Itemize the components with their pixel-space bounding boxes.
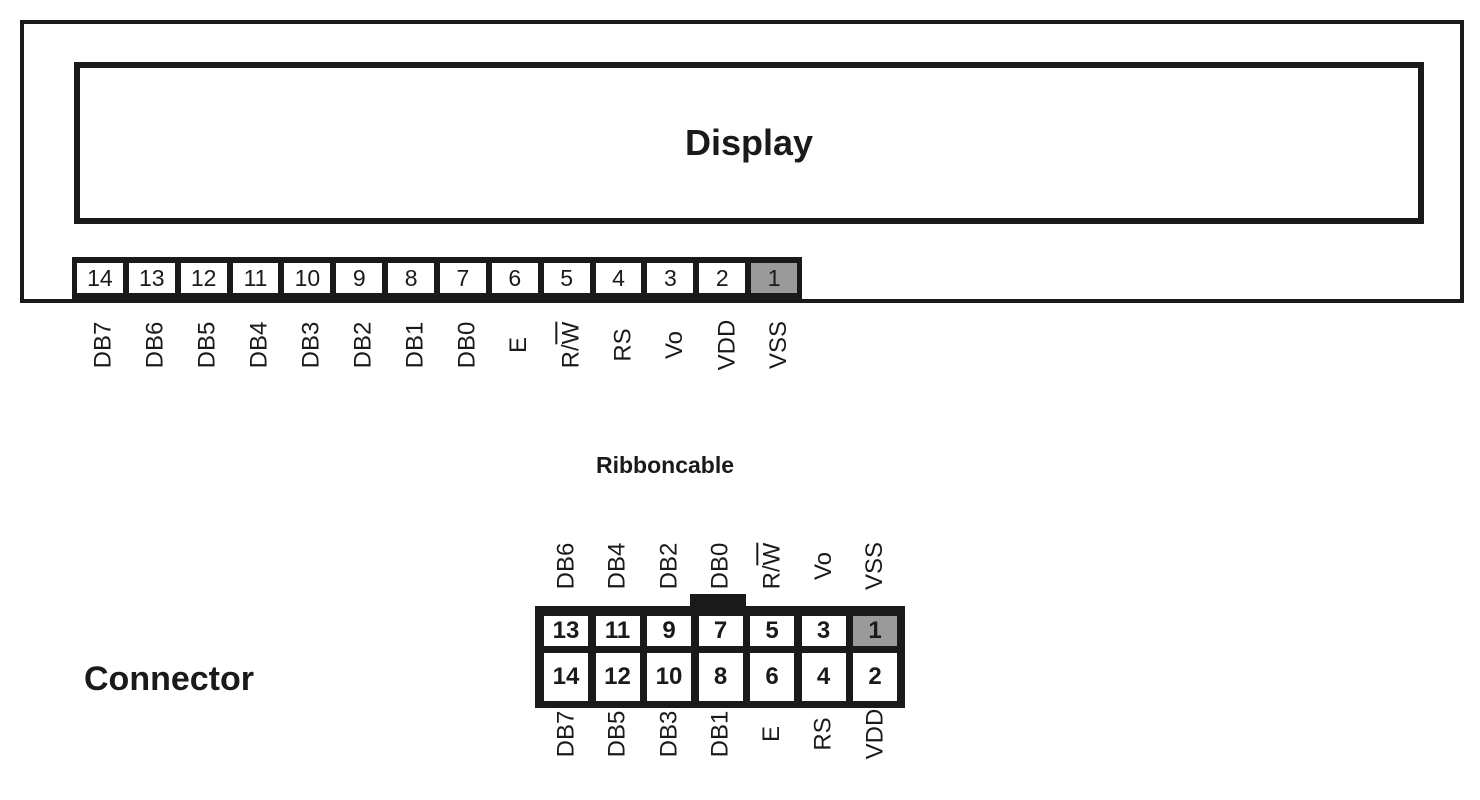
module-pin-10: 10 xyxy=(284,263,331,293)
module-signal-db0: DB0 xyxy=(452,321,480,369)
connector-pin-11: 11 xyxy=(595,616,640,646)
module-pin-8: 8 xyxy=(388,263,435,293)
connector-pin-12: 12 xyxy=(595,653,640,701)
connector-signal-vss: VSS xyxy=(861,541,889,591)
display-label: Display xyxy=(684,122,814,163)
module-signal-db1: DB1 xyxy=(400,321,428,369)
module-pin-4: 4 xyxy=(595,263,642,293)
module-pin-6: 6 xyxy=(491,263,538,293)
module-signal-rs: RS xyxy=(609,328,637,362)
connector-pin-7: 7 xyxy=(698,616,743,646)
connector-pin-6: 6 xyxy=(750,653,794,701)
connector-pin-8: 8 xyxy=(698,653,743,701)
module-pin-9: 9 xyxy=(336,263,383,293)
connector-signal-db2: DB2 xyxy=(654,542,682,590)
module-signal-vdd: VDD xyxy=(712,319,740,371)
connector-pin-3: 3 xyxy=(801,616,846,646)
connector-pin-1: 1 xyxy=(853,616,897,646)
module-signal-db4: DB4 xyxy=(244,321,272,369)
connector-signal-rs: RS xyxy=(809,717,837,751)
connector-pin-5: 5 xyxy=(750,616,794,646)
ribbon-cable-label: Ribboncable xyxy=(596,452,735,478)
connector-signal-db7: DB7 xyxy=(551,710,579,758)
connector-pin-10: 10 xyxy=(647,653,691,701)
connector-signal-db3: DB3 xyxy=(654,710,682,758)
connector-pin-14: 14 xyxy=(544,653,588,701)
connector-label: Connector xyxy=(84,660,254,698)
module-signal-db2: DB2 xyxy=(348,321,376,369)
connector-signal-db0: DB0 xyxy=(706,542,734,590)
module-signal-db6: DB6 xyxy=(140,321,168,369)
module-pin-3: 3 xyxy=(647,263,694,293)
connector-signal-vo: Vo xyxy=(809,551,837,581)
connector-signal-db1: DB1 xyxy=(706,710,734,758)
connector-key xyxy=(690,594,746,608)
module-pin-7: 7 xyxy=(440,263,486,293)
connector-signal-e: E xyxy=(758,725,786,743)
module-pin-2: 2 xyxy=(699,263,746,293)
module-pin-14: 14 xyxy=(77,263,123,293)
connector-signal-vdd: VDD xyxy=(860,708,888,760)
module-pin-5: 5 xyxy=(543,263,590,293)
module-signal-db5: DB5 xyxy=(192,321,220,369)
module-signal-e: E xyxy=(505,336,533,354)
connector-signal-db5: DB5 xyxy=(603,710,631,758)
connector-pin-13: 13 xyxy=(544,616,588,646)
display-window: Display xyxy=(74,62,1424,224)
module-pin-11: 11 xyxy=(232,263,279,293)
module-pin-12: 12 xyxy=(180,263,227,293)
connector-pin-2: 2 xyxy=(853,653,897,701)
connector-pin-9: 9 xyxy=(647,616,691,646)
connector-pin-4: 4 xyxy=(801,653,846,701)
module-pin-1: 1 xyxy=(751,263,798,293)
module-signal-vo: Vo xyxy=(661,330,689,360)
connector-signal-rw: R/W xyxy=(757,542,785,590)
connector-signal-db4: DB4 xyxy=(603,542,631,590)
module-signal-db7: DB7 xyxy=(88,321,116,369)
module-signal-vss: VSS xyxy=(765,320,793,370)
module-signal-rw: R/W xyxy=(556,321,584,369)
connector-signal-db6: DB6 xyxy=(551,542,579,590)
module-signal-db3: DB3 xyxy=(296,321,324,369)
module-pin-13: 13 xyxy=(128,263,175,293)
